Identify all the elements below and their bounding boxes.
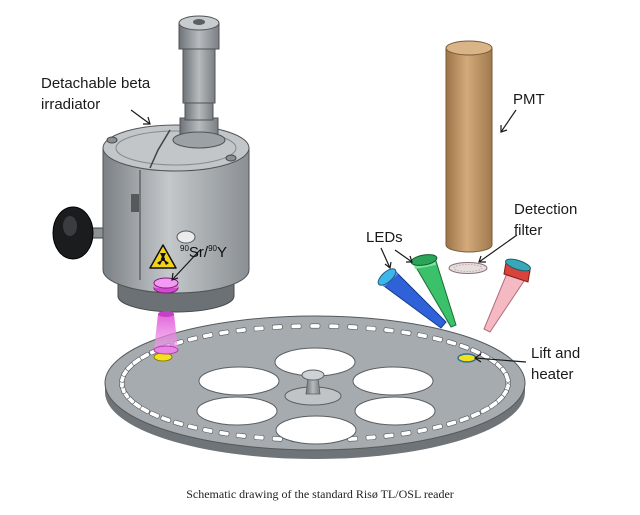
beta-beam: [154, 314, 178, 354]
sample-slot: [479, 405, 491, 415]
sample-slot: [328, 323, 340, 329]
blue-led-cluster: [377, 268, 447, 329]
isotope-sr-symbol: Sr: [188, 244, 204, 261]
sample-slot: [173, 419, 184, 427]
sample-slot: [347, 324, 359, 330]
sample-slot: [202, 332, 214, 339]
sample-slot: [218, 329, 230, 336]
sample-slot: [139, 351, 151, 361]
sample-slot: [365, 434, 377, 441]
sample-slot: [446, 419, 457, 427]
label-lift-line1: Lift and: [531, 345, 581, 362]
wheel-hole: [352, 366, 434, 396]
figure-caption: Schematic drawing of the standard Risø T…: [186, 487, 454, 501]
wheel-hole: [275, 415, 357, 445]
sample-slot: [432, 423, 443, 431]
sample-wheel: [104, 315, 526, 459]
sample-slot: [446, 339, 457, 347]
isotope-y-symbol: Y: [216, 244, 227, 261]
sample-slot: [271, 436, 283, 442]
sample-slot: [160, 415, 172, 423]
detection-filter: [448, 262, 488, 274]
wheel-hole: [196, 396, 278, 426]
label-lift-line2: heater: [531, 366, 574, 383]
sample-disc-under-pmt: [457, 353, 477, 363]
label-detection-line1: Detection: [514, 201, 578, 218]
sample-slot: [470, 410, 481, 419]
sample-slot: [202, 427, 214, 434]
sample-slot: [458, 343, 470, 351]
sample-slot: [400, 329, 412, 336]
label-leds: LEDs: [366, 229, 403, 246]
sample-slot: [253, 434, 265, 441]
label-pmt: PMT: [513, 91, 545, 108]
sample-slot: [470, 347, 481, 356]
sample-slot: [235, 327, 247, 334]
pmt: [445, 40, 493, 253]
sample-slot: [458, 415, 470, 423]
sample-slot: [400, 430, 412, 437]
label-irradiator-line1: Detachable beta: [41, 75, 151, 92]
sample-slot: [187, 423, 198, 431]
isotope-y-mass: 90: [208, 244, 217, 253]
sample-slot: [416, 332, 428, 339]
sample-slot: [290, 323, 302, 329]
sample-slot: [235, 432, 247, 439]
isotope-sr-mass: 90: [180, 244, 189, 253]
label-detection-line2: filter: [514, 222, 543, 239]
radiation-hazard-icon: [149, 244, 177, 269]
label-arrows: [130, 109, 527, 363]
label-irradiator-line2: irradiator: [41, 96, 101, 113]
sample-slot: [365, 325, 377, 332]
sample-slot: [383, 432, 395, 439]
wheel-hole: [354, 396, 436, 426]
sample-slot: [383, 327, 395, 334]
sample-slot: [187, 335, 198, 343]
sample-slot: [416, 427, 428, 434]
sample-slot: [253, 325, 265, 332]
beta-irradiator: [52, 15, 250, 313]
green-led-cluster: [410, 254, 457, 328]
wheel-hole: [198, 366, 280, 396]
sample-slot: [218, 430, 230, 437]
sample-slot: [271, 324, 283, 330]
sample-slot: [503, 372, 511, 383]
sample-slot: [149, 410, 160, 419]
red-filter-led: [483, 258, 531, 333]
sample-slot: [432, 335, 443, 343]
sample-slot: [309, 323, 321, 329]
label-source-isotopes: 90Sr/90Y: [180, 244, 227, 261]
